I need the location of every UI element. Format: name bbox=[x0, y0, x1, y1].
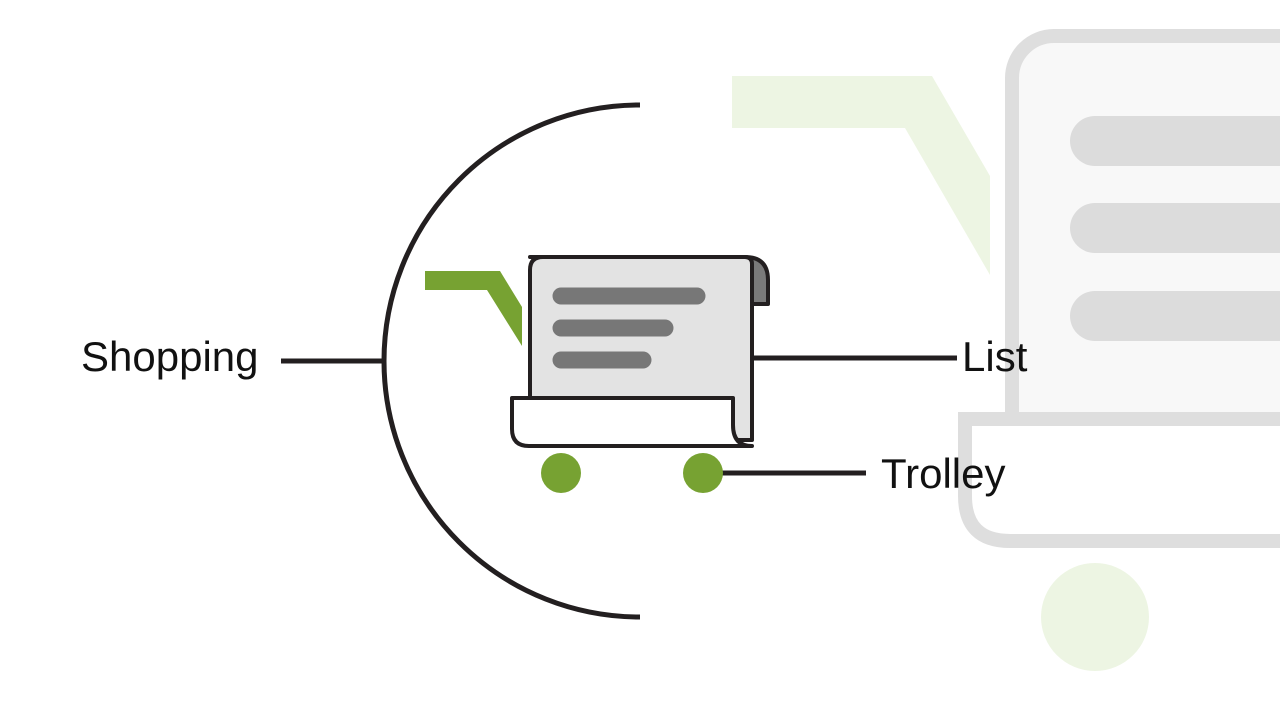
label-shopping: Shopping bbox=[81, 336, 259, 378]
trolley-wheel-left bbox=[541, 453, 581, 493]
watermark-scroll-base bbox=[965, 419, 1280, 541]
trolley-wheel-right bbox=[683, 453, 723, 493]
shopping-list-trolley-icon bbox=[425, 257, 768, 493]
label-list: List bbox=[962, 336, 1027, 378]
scroll-base bbox=[512, 398, 752, 446]
watermark-handle bbox=[732, 76, 990, 275]
trolley-handle bbox=[425, 271, 522, 346]
watermark-wheel bbox=[1041, 563, 1149, 671]
label-trolley: Trolley bbox=[881, 453, 1005, 495]
